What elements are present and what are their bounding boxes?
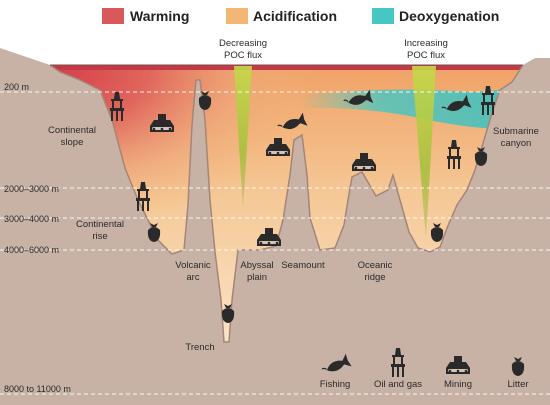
label-trench: Trench <box>185 342 214 353</box>
legend-label-acidification: Acidification <box>253 8 337 24</box>
legend-oil-gas-label: Oil and gas <box>374 379 422 390</box>
depth-2000-3000m: 2000–3000 m <box>4 184 59 194</box>
legend-swatch-acidification <box>226 8 248 24</box>
label-continental-rise-2: rise <box>92 231 107 242</box>
decreasing-poc-label-1: Decreasing <box>219 38 267 49</box>
increasing-poc-label-2: POC flux <box>407 50 445 61</box>
legend-label-deoxygenation: Deoxygenation <box>399 8 499 24</box>
label-seamount: Seamount <box>281 260 325 271</box>
legend-fishing-label: Fishing <box>320 379 351 390</box>
increasing-poc-beam <box>412 66 436 240</box>
legend-swatch-warming <box>102 8 124 24</box>
legend-mining-label: Mining <box>444 379 472 390</box>
label-volcanic-arc-2: arc <box>186 272 199 283</box>
seabed <box>0 48 550 405</box>
label-oceanic-ridge-1: Oceanic <box>358 260 393 271</box>
depth-8000-11000m: 8000 to 11000 m <box>4 384 71 394</box>
label-volcanic-arc-1: Volcanic <box>175 260 211 271</box>
decreasing-poc-label-2: POC flux <box>224 50 262 61</box>
label-abyssal-plain-2: plain <box>247 272 267 283</box>
decreasing-poc-beam <box>234 66 252 210</box>
label-submarine-canyon-1: Submarine <box>493 126 539 137</box>
label-continental-rise-1: Continental <box>76 219 124 230</box>
label-continental-slope-1: Continental <box>48 125 96 136</box>
label-abyssal-plain-1: Abyssal <box>240 260 273 271</box>
increasing-poc-label-1: Increasing <box>404 38 448 49</box>
legend-swatch-deoxygenation <box>372 8 394 24</box>
label-continental-slope-2: slope <box>61 137 84 148</box>
label-submarine-canyon-2: canyon <box>501 138 532 149</box>
legend-label-warming: Warming <box>130 8 189 24</box>
depth-3000-4000m: 3000–4000 m <box>4 214 59 224</box>
depth-200m: 200 m <box>4 82 29 92</box>
legend-litter-label: Litter <box>507 379 528 390</box>
label-oceanic-ridge-2: ridge <box>364 272 385 283</box>
depth-4000-6000m: 4000–6000 m <box>4 245 59 255</box>
